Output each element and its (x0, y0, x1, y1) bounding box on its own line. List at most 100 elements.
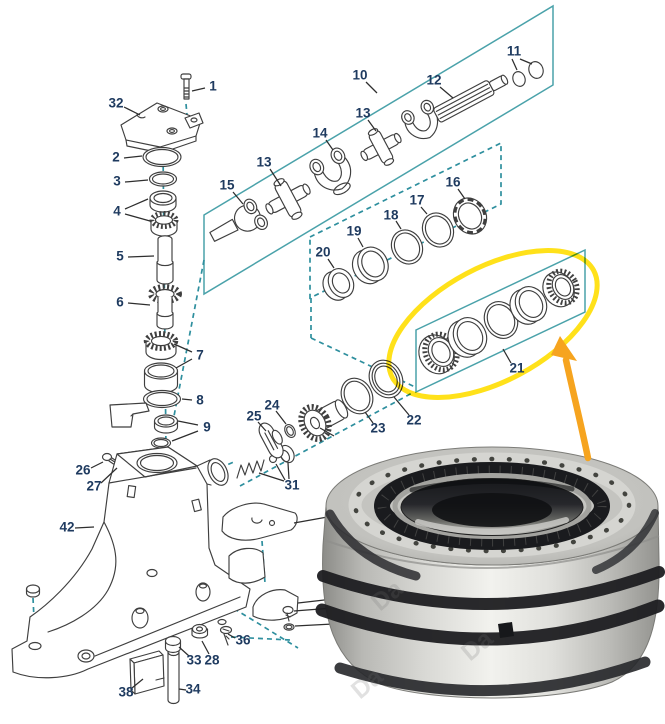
leader-line-part-24 (275, 410, 287, 425)
part-7-bearing-race (143, 331, 179, 394)
bearing-bottom-rim (334, 656, 651, 697)
part-label-19: 19 (346, 224, 361, 239)
leader-line-part-1 (191, 87, 206, 92)
group-box-seal-kit (309, 141, 502, 300)
plug-cap (25, 584, 41, 598)
part-label-28: 28 (204, 653, 220, 668)
leader-line-part-33 (178, 646, 190, 657)
leader-line-part-21 (502, 348, 512, 364)
arrow-head (551, 336, 577, 361)
leader-line-part-8 (181, 398, 193, 401)
part-15-yoke-shaft (209, 198, 268, 242)
part-13-u-joint-cross (265, 178, 311, 220)
part-label-4: 4 (113, 204, 121, 219)
part-18-o-ring (390, 229, 424, 265)
leader-line-part-9 (171, 430, 199, 442)
part-label-24: 24 (264, 398, 280, 413)
part-36-screw (217, 618, 233, 646)
parts-line-art (11, 61, 580, 705)
leader-line-part-19 (357, 237, 364, 248)
group-boxes (32, 4, 586, 649)
bearing-photo: Da Da Da (315, 446, 665, 705)
part-label-21: 21 (509, 361, 525, 376)
part-label-16: 16 (445, 175, 461, 190)
part-label-15: 15 (219, 178, 235, 193)
leader-line-part-2 (123, 155, 143, 159)
part-5-shaft (156, 235, 174, 285)
leader-line-part-38 (131, 678, 144, 689)
highlight-ellipse (386, 248, 600, 400)
leader-line-part-31 (275, 463, 286, 481)
part-label-22: 22 (406, 413, 421, 428)
leader-line-part-25 (257, 421, 267, 432)
leader-line-part-16 (457, 188, 466, 200)
bearing-seal-ring (374, 462, 610, 550)
part-14-yoke (309, 147, 352, 196)
part-20-ring (322, 268, 355, 301)
part-2-gasket (142, 146, 182, 168)
part-3-seal (148, 171, 178, 187)
part-21-bearing-set (418, 268, 580, 375)
part-label-38: 38 (118, 685, 134, 700)
leader-line-part-7 (173, 343, 193, 353)
leader-line-part-32 (123, 106, 141, 116)
part-label-11: 11 (507, 44, 522, 59)
part-label-5: 5 (116, 249, 124, 264)
part-9-seals (109, 402, 179, 449)
part-label-18: 18 (383, 208, 399, 223)
leader-line-part-26 (90, 461, 104, 469)
leader-line-part-18 (395, 220, 402, 230)
part-label-32: 32 (108, 96, 123, 111)
driveshaft-group (209, 61, 544, 242)
leader-line-part-23 (364, 411, 374, 424)
leader-line-part-9 (177, 420, 199, 426)
leader-line-part-13 (269, 168, 282, 187)
part-17-o-ring (421, 212, 455, 248)
group-box-bearing-set (415, 248, 586, 394)
part-11-o-rings (512, 61, 544, 87)
part-label-31: 31 (284, 478, 300, 493)
part-label-3: 3 (113, 174, 121, 189)
leader-line-part-3 (124, 179, 149, 183)
seal-kit-rings (322, 197, 488, 301)
part-12-drive-shaft (401, 74, 509, 139)
bearing-rivet-ring (352, 456, 632, 554)
part-6-pinion-gear (148, 284, 182, 330)
part-28-nut (191, 623, 209, 639)
callout-arrow (551, 336, 592, 462)
part-label-17: 17 (409, 193, 424, 208)
leader-line-part-34 (178, 688, 187, 691)
part-label-7: 7 (196, 348, 204, 363)
leader-line-part-31 (287, 462, 290, 480)
leader-line-part-17 (420, 206, 428, 215)
part-16-snap-ring (452, 197, 488, 235)
part-label-8: 8 (196, 393, 204, 408)
part-label-13: 13 (355, 106, 371, 121)
part-label-36: 36 (235, 633, 251, 648)
bracket-plate (221, 502, 334, 541)
leader-line-part-6 (127, 302, 151, 306)
part-32-cover-plate (120, 102, 204, 154)
leader-line-part-10 (365, 81, 378, 94)
part-label-34: 34 (185, 682, 201, 697)
driven-gear (298, 399, 349, 442)
part-label-12: 12 (426, 73, 441, 88)
leader-line-part-11 (511, 58, 518, 71)
part-22-ring (368, 359, 404, 399)
part-label-20: 20 (315, 245, 330, 260)
leader-line-part-11 (519, 58, 533, 65)
leader-line-part-14 (325, 139, 334, 151)
part-label-14: 14 (312, 126, 328, 141)
leader-line-part-28 (201, 640, 210, 655)
part-24-o-ring (284, 424, 296, 438)
leader-line-part-4 (124, 213, 151, 222)
bearing-groove-lower (315, 599, 665, 646)
leader-line-part-36 (227, 633, 236, 639)
part-label-13: 13 (256, 155, 272, 170)
leader-line-part-42 (74, 526, 95, 529)
part-label-26: 26 (75, 463, 91, 478)
part-label-9: 9 (203, 420, 211, 435)
